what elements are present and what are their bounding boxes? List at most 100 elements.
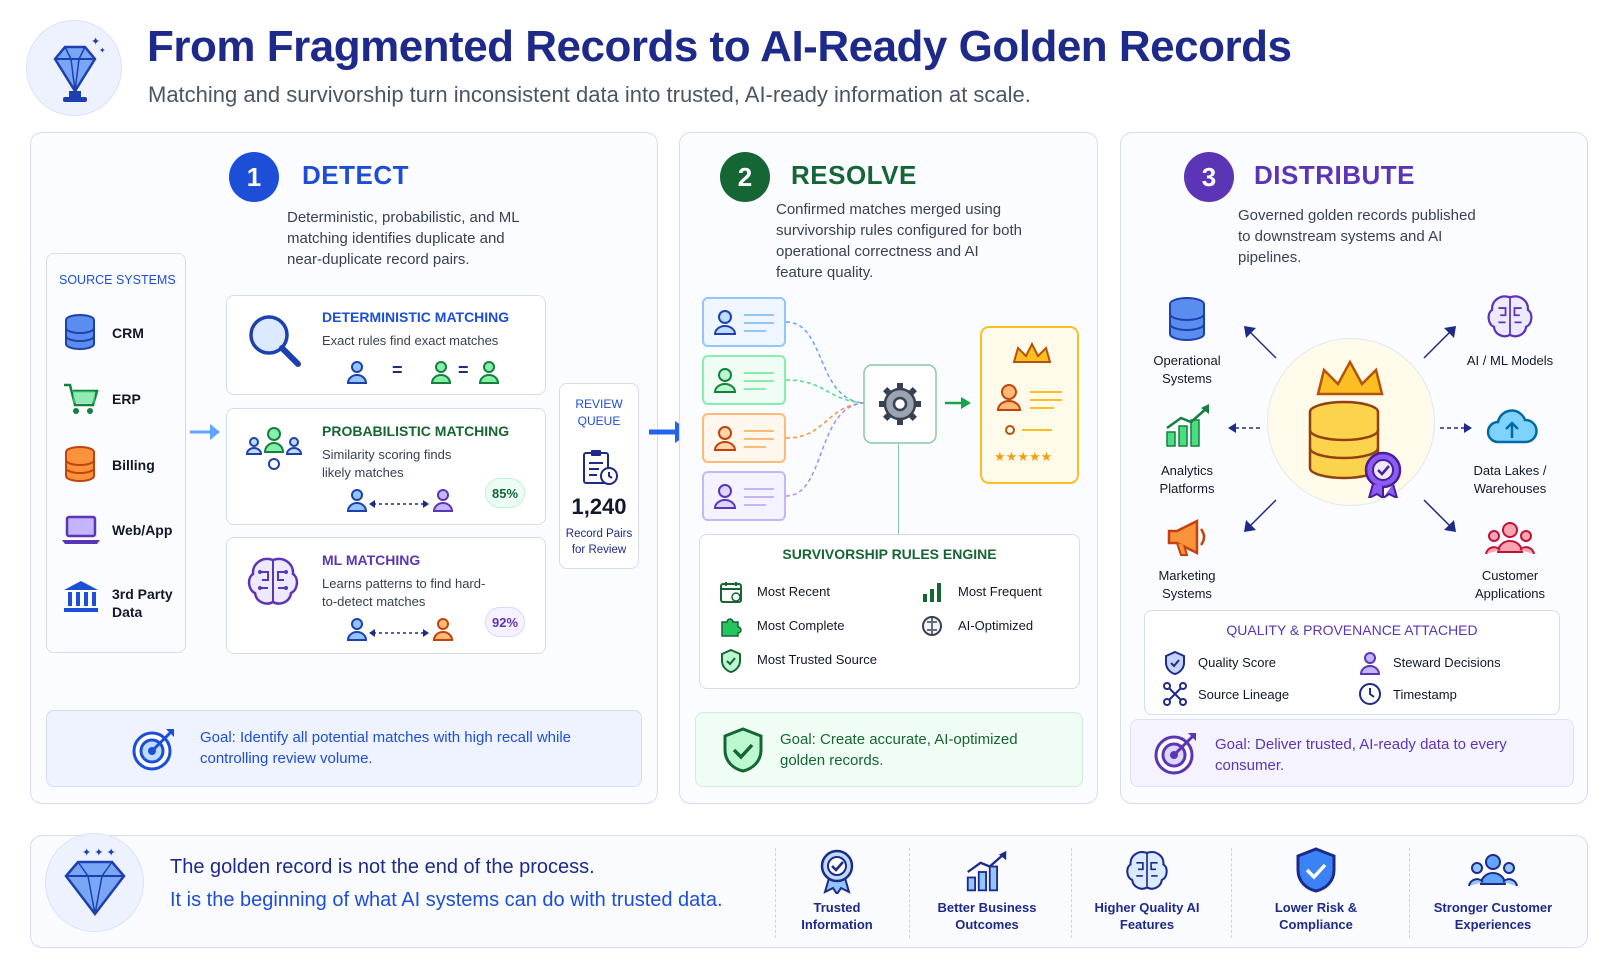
rule-most-trusted-source: Most Trusted Source (757, 652, 877, 667)
person-icon (346, 360, 368, 389)
bar-chart-icon (920, 580, 944, 609)
person-icon (430, 360, 452, 389)
source-item-billing: Billing (112, 457, 155, 473)
group-icon (1484, 520, 1536, 565)
source-item-erp: ERP (112, 391, 141, 407)
merge-connectors (785, 300, 866, 515)
distribute-description: Governed golden records published to dow… (1238, 207, 1476, 266)
target-ai-ml-models: AI / ML Models (1466, 353, 1554, 368)
step-number-1: 1 (229, 152, 279, 202)
clock-icon (1358, 682, 1382, 711)
golden-record-card: ★★★★★ (980, 326, 1079, 489)
cloud-icon (1486, 404, 1538, 455)
arrow-right-icon (188, 421, 222, 448)
benefit-trusted-information: Trusted Information (801, 900, 873, 932)
quality-item-lineage: Source Lineage (1198, 687, 1290, 702)
record-card-purple (702, 471, 786, 526)
dashed-link-icon (369, 625, 429, 643)
person-icon (478, 360, 500, 389)
page-subtitle: Matching and survivorship turn inconsist… (148, 82, 1031, 107)
source-item-3rd-party: 3rd Party Data (112, 586, 173, 620)
review-queue-title: REVIEW QUEUE (575, 397, 623, 428)
resolve-description: Confirmed matches merged using survivors… (776, 201, 1022, 281)
person-icon (346, 488, 368, 517)
person-icon (432, 617, 454, 646)
source-systems-title: SOURCE SYSTEMS (59, 273, 176, 287)
shield-check-icon (1294, 846, 1338, 899)
crm-database-icon (64, 313, 96, 356)
calendar-icon (719, 580, 743, 609)
page-title: From Fragmented Records to AI-Ready Gold… (147, 22, 1292, 71)
distribute-heading: DISTRIBUTE (1254, 160, 1415, 190)
source-item-web-app: Web/App (112, 522, 173, 538)
megaphone-icon (1163, 517, 1211, 562)
brain-icon (244, 554, 302, 615)
deterministic-text: Exact rules find exact matches (322, 333, 499, 348)
svg-text:✦: ✦ (99, 46, 106, 55)
svg-text:✦ ✦ ✦: ✦ ✦ ✦ (82, 847, 116, 859)
billing-database-icon (64, 445, 96, 488)
detect-goal-text: Goal: Identify all potential matches wit… (200, 729, 572, 767)
rules-engine-title: SURVIVORSHIP RULES ENGINE (782, 546, 997, 562)
survivorship-rules-card (699, 534, 1080, 689)
benefit-higher-quality-ai: Higher Quality AI Features (1094, 900, 1200, 932)
probabilistic-text: Similarity scoring finds likely matches (322, 447, 452, 480)
growth-chart-icon (1163, 402, 1213, 455)
arrow-right-icon (943, 395, 973, 416)
ml-title: ML MATCHING (322, 552, 421, 568)
brain-icon (1484, 292, 1536, 347)
lineage-icon (1163, 682, 1187, 711)
person-icon (1358, 650, 1382, 681)
rule-most-complete: Most Complete (757, 618, 845, 633)
arrow-up-right-icon (1420, 322, 1460, 367)
target-analytics-platforms: Analytics Platforms (1159, 463, 1215, 496)
quality-provenance-card (1144, 610, 1560, 715)
rule-most-frequent: Most Frequent (958, 584, 1042, 599)
detect-description: Deterministic, probabilistic, and ML mat… (287, 209, 520, 268)
chip-icon (920, 614, 944, 643)
shield-icon (719, 648, 743, 679)
probabilistic-title: PROBABILISTIC MATCHING (322, 423, 510, 439)
arrow-left-icon (1226, 420, 1262, 441)
growth-chart-icon (964, 850, 1010, 899)
resolve-heading: RESOLVE (791, 160, 917, 190)
magnifier-icon (244, 310, 304, 375)
puzzle-icon (719, 614, 743, 643)
deterministic-title: DETERMINISTIC MATCHING (322, 309, 510, 325)
shield-check-icon (1163, 650, 1187, 681)
rule-most-recent: Most Recent (757, 584, 830, 599)
ml-text: Learns patterns to find hard-to-detect m… (322, 576, 486, 609)
review-queue-caption: Record Pairs for Review (565, 528, 633, 556)
record-card-green (702, 355, 786, 410)
target-icon (130, 725, 178, 778)
dashed-link-icon (369, 496, 429, 514)
cart-icon (62, 381, 100, 422)
quality-title: QUALITY & PROVENANCE ATTACHED (1226, 622, 1478, 638)
database-icon (1167, 296, 1207, 347)
resolve-goal-text: Goal: Create accurate, AI-optimized gold… (780, 731, 1018, 769)
arrow-down-left-icon (1240, 496, 1280, 541)
gear-icon (863, 364, 937, 449)
svg-text:★★★★★: ★★★★★ (994, 449, 1052, 464)
record-card-orange (702, 413, 786, 468)
target-data-lakes: Data Lakes / Warehouses (1473, 463, 1547, 496)
rule-ai-optimized: AI-Optimized (958, 618, 1034, 633)
person-icon (346, 617, 368, 646)
review-queue-count: 1,240 (571, 494, 627, 519)
person-icon (432, 488, 454, 517)
diamond-icon: ✦ ✦ ✦ (45, 833, 144, 932)
group-icon (1466, 852, 1520, 897)
quality-item-score: Quality Score (1198, 655, 1277, 670)
distribute-goal-text: Goal: Deliver trusted, AI-ready data to … (1215, 736, 1507, 774)
benefit-stronger-customer: Stronger Customer Experiences (1433, 900, 1553, 932)
laptop-icon (61, 514, 101, 551)
equals-sign: = (392, 360, 403, 380)
record-card-blue (702, 297, 786, 352)
diamond-logo-icon: ✦ ✦ (26, 20, 122, 116)
ml-score-badge: 92% (485, 607, 525, 637)
benefit-better-outcomes: Better Business Outcomes (937, 900, 1037, 932)
quality-item-steward: Steward Decisions (1393, 655, 1501, 670)
brain-icon (1123, 848, 1171, 899)
source-item-crm: CRM (112, 325, 144, 341)
footer-line-2: It is the beginning of what AI systems c… (170, 889, 723, 911)
